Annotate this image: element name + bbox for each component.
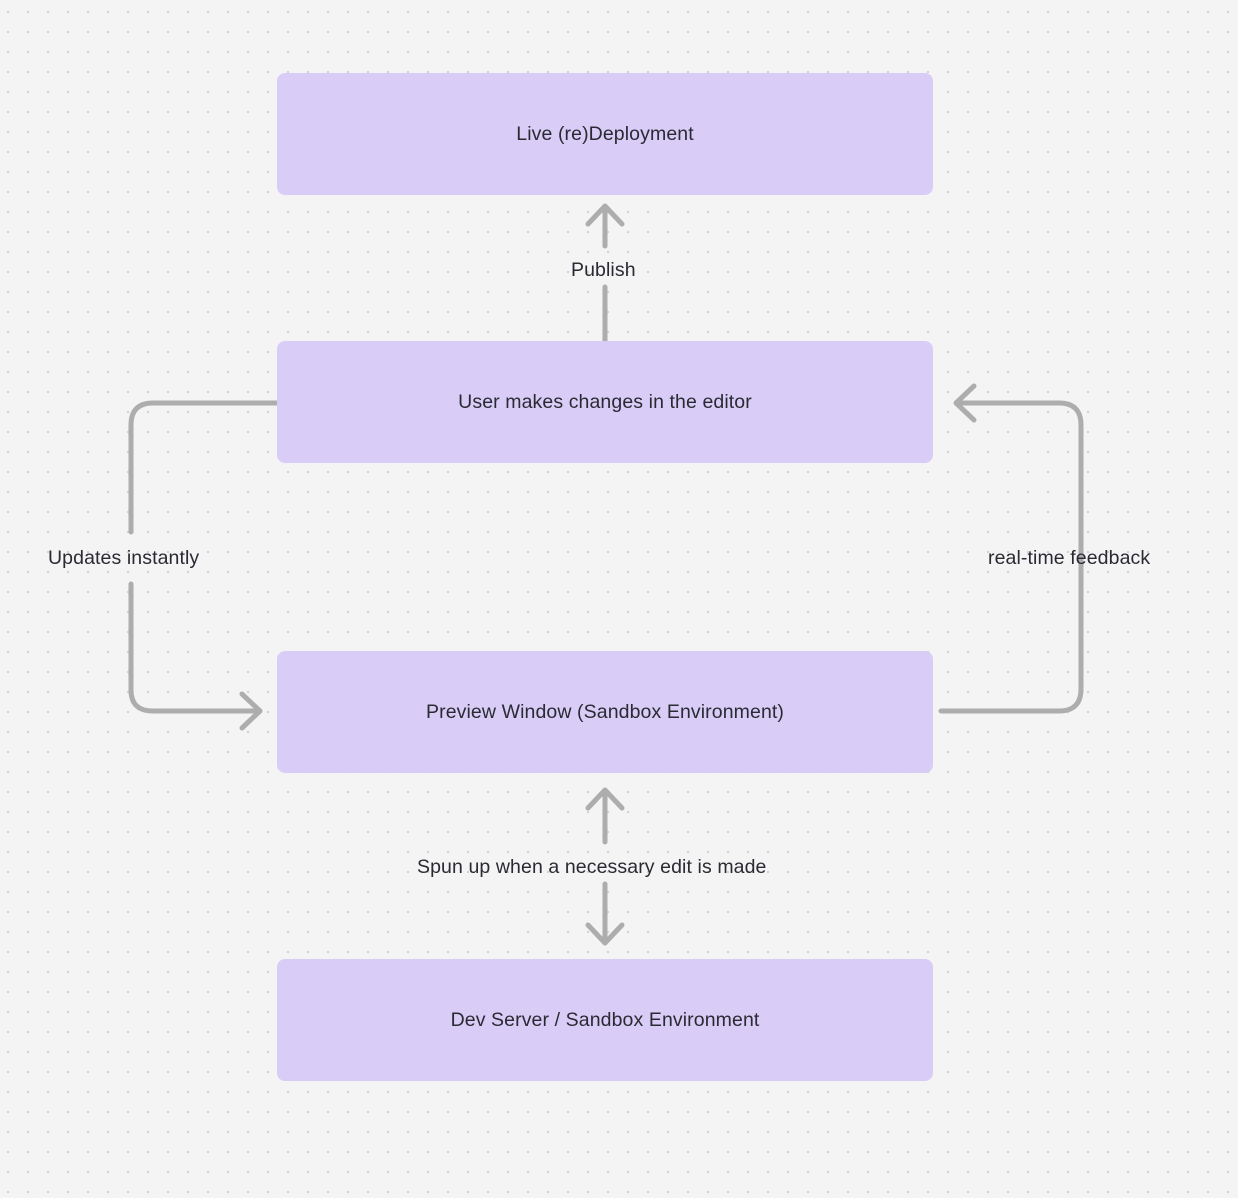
node-preview-window[interactable]: Preview Window (Sandbox Environment) — [277, 651, 933, 773]
node-dev-server[interactable]: Dev Server / Sandbox Environment — [277, 959, 933, 1081]
edge-label-real-time-feedback: real-time feedback — [988, 547, 1151, 569]
edge-label-updates-instantly: Updates instantly — [48, 547, 200, 569]
edge-label-publish: Publish — [571, 259, 636, 281]
node-label: Live (re)Deployment — [516, 122, 694, 145]
edge-label-spun-up: Spun up when a necessary edit is made — [417, 856, 767, 878]
node-label: Dev Server / Sandbox Environment — [450, 1008, 760, 1031]
node-user-makes-changes[interactable]: User makes changes in the editor — [277, 341, 933, 463]
node-label: Preview Window (Sandbox Environment) — [426, 700, 784, 723]
node-live-redeployment[interactable]: Live (re)Deployment — [277, 73, 933, 195]
node-label: User makes changes in the editor — [458, 390, 752, 413]
